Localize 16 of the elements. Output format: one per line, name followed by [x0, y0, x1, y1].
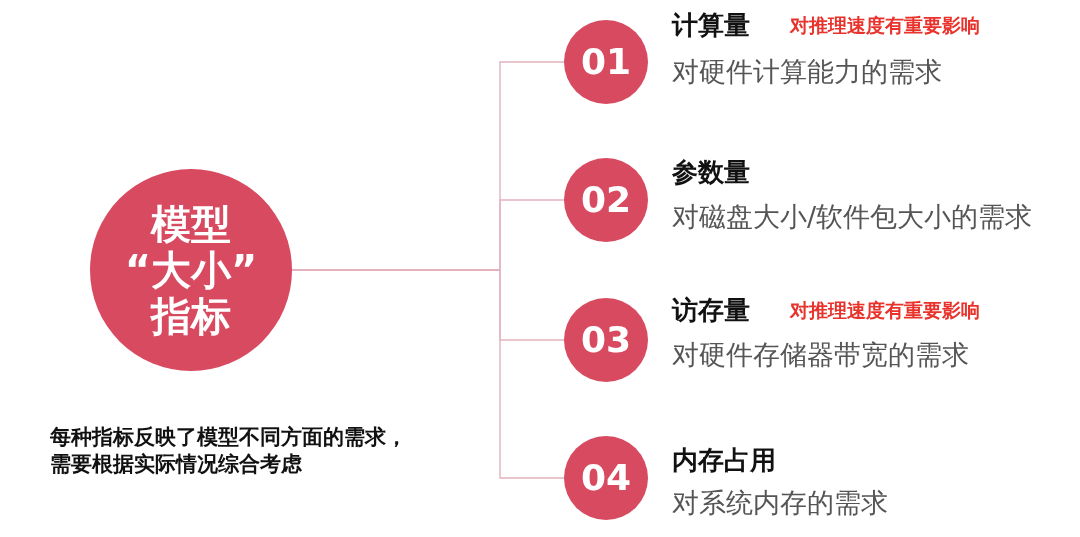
number-circle: 04: [564, 436, 648, 520]
number-circle: 03: [564, 298, 648, 382]
highlight-note: 对推理速度有重要影响: [790, 13, 980, 37]
item-description: 对系统内存的需求: [672, 486, 888, 520]
item-heading: 内存占用: [672, 444, 776, 476]
number-circle: 01: [564, 20, 648, 104]
item-description: 对磁盘大小/软件包大小的需求: [672, 200, 1033, 234]
item-heading: 访存量: [672, 294, 750, 326]
highlight-note: 对推理速度有重要影响: [790, 298, 980, 322]
note-text: 每种指标反映了模型不同方面的需求，需要根据实际情况综合考虑: [50, 424, 408, 478]
number-circle: 02: [564, 158, 648, 242]
item-description: 对硬件存储器带宽的需求: [672, 338, 969, 372]
item-heading: 计算量: [672, 9, 750, 41]
topic-circle: 模型“大小”指标: [90, 169, 292, 371]
item-description: 对硬件计算能力的需求: [672, 55, 942, 89]
item-heading: 参数量: [672, 156, 750, 188]
